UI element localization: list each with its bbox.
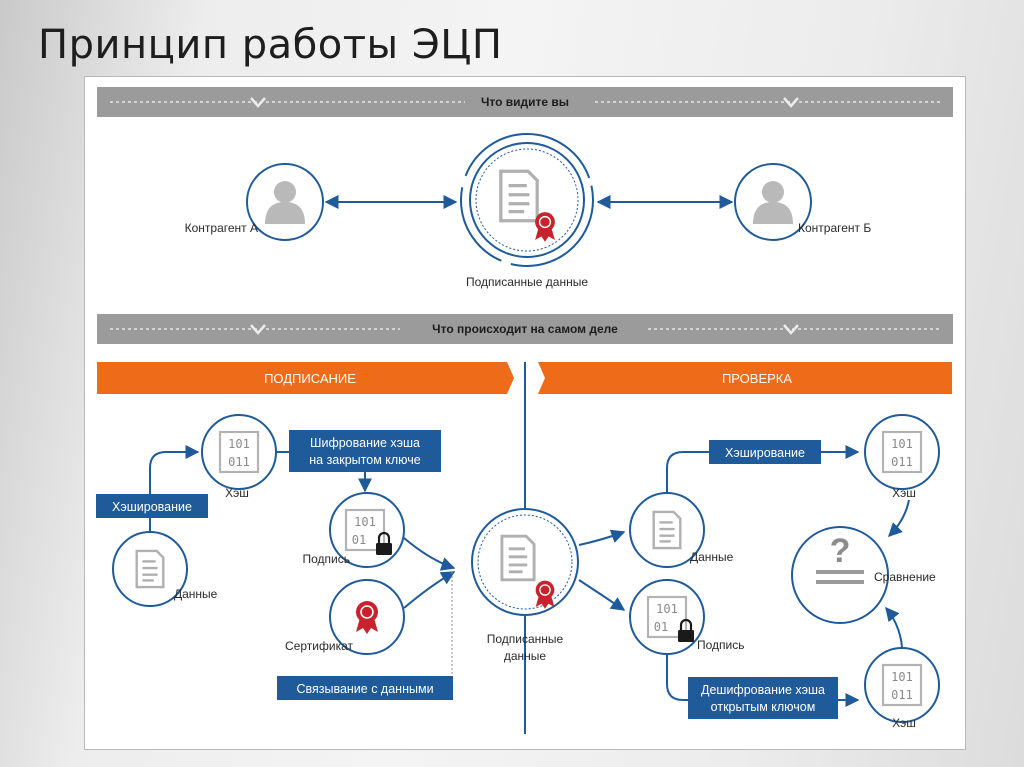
- signing-header-label: ПОДПИСАНИЕ: [264, 371, 356, 386]
- certificate-to-center-arrow: [403, 571, 456, 609]
- hash-top-to-compare-arrow: [888, 499, 910, 537]
- verify-header-label: ПРОВЕРКА: [722, 371, 792, 386]
- top-section-bar: Что видите вы: [97, 87, 953, 117]
- middle-section-bar: Что происходит на самом деле: [97, 314, 953, 344]
- party-b-label: Контрагент Б: [798, 221, 871, 235]
- verify-hash-top-label: Хэш: [892, 486, 916, 500]
- bind-label: Связывание с данными: [296, 682, 433, 696]
- encrypt-line1: Шифрование хэша: [310, 436, 420, 450]
- hash-bottom-to-compare-arrow: [885, 606, 903, 648]
- verify-hash-top-node: 101 011 Хэш: [864, 414, 940, 500]
- compare-label: Сравнение: [874, 570, 936, 584]
- center-signed-line2: данные: [504, 649, 547, 663]
- signing-signature-node: 101 01 Подпись: [303, 492, 405, 568]
- verify-hash-bottom-bin-top: 101: [891, 670, 913, 684]
- verify-signature-node: 101 01 Подпись: [629, 579, 745, 655]
- chevron-down-icon: [783, 324, 799, 335]
- signing-hash-node: 101 011 Хэш: [201, 414, 277, 500]
- bind-box: Связывание с данными: [277, 676, 453, 700]
- chevron-down-icon: [783, 97, 799, 108]
- center-to-signature-arrow: [578, 579, 626, 611]
- question-mark: ?: [830, 532, 851, 570]
- certificate-node: Сертификат: [285, 579, 405, 655]
- verify-decrypt-arrow: [666, 654, 860, 707]
- party-a: Контрагент А: [185, 163, 324, 241]
- party-a-label: Контрагент А: [185, 221, 258, 235]
- middle-bar-label: Что происходит на самом деле: [432, 322, 618, 336]
- signing-sig-bin-bottom: 01: [352, 533, 366, 547]
- verify-signature-label: Подпись: [697, 638, 745, 652]
- verify-hashing-arrow: [666, 445, 860, 493]
- verify-hash-top-bin-bottom: 011: [891, 455, 913, 469]
- verify-data-label: Данные: [690, 550, 734, 564]
- verify-sig-bin-top: 101: [656, 602, 678, 616]
- top-signed-data-label: Подписанные данные: [466, 275, 588, 289]
- signing-hash-bin-top: 101: [228, 437, 250, 451]
- signing-data-label: Данные: [174, 587, 218, 601]
- seal-icon: [534, 579, 556, 610]
- decrypt-line2: открытым ключом: [711, 700, 816, 714]
- compare-node: ? Сравнение: [791, 526, 936, 624]
- slide-title: Принцип работы ЭЦП: [38, 22, 503, 68]
- encrypt-box: Шифрование хэша на закрытом ключе: [289, 430, 441, 472]
- signing-hash-bin-bottom: 011: [228, 455, 250, 469]
- verify-hash-bottom-bin-bottom: 011: [891, 688, 913, 702]
- verify-hashing-box: Хэширование: [709, 440, 821, 464]
- decrypt-line1: Дешифрование хэша: [701, 683, 825, 697]
- top-bar-label: Что видите вы: [481, 95, 569, 109]
- signing-hashing-arrow: [149, 445, 200, 532]
- party-b: Контрагент Б: [734, 163, 871, 241]
- chevron-down-icon: [250, 324, 266, 335]
- center-to-data-arrow: [578, 529, 626, 546]
- verify-data-node: Данные: [629, 492, 734, 568]
- center-signed-line1: Подписанные: [487, 632, 564, 646]
- signing-signature-label: Подпись: [303, 552, 351, 566]
- verify-hash-bottom-node: 101 011 Хэш: [864, 647, 940, 730]
- top-signed-data: Подписанные данные: [460, 133, 594, 289]
- verify-sig-bin-bottom: 01: [654, 620, 668, 634]
- verify-header: ПРОВЕРКА: [538, 362, 952, 394]
- verify-hash-top-bin-top: 101: [891, 437, 913, 451]
- signing-data-node: Данные: [112, 531, 218, 607]
- signing-hashing-box: Хэширование: [96, 494, 208, 518]
- signing-hash-label: Хэш: [225, 486, 249, 500]
- seal-icon: [534, 211, 556, 243]
- chevron-down-icon: [250, 97, 266, 108]
- certificate-label: Сертификат: [285, 639, 353, 653]
- encrypt-line2: на закрытом ключе: [309, 453, 421, 467]
- seal-icon: [355, 600, 379, 635]
- verify-hash-bottom-label: Хэш: [892, 716, 916, 730]
- signing-hashing-label: Хэширование: [112, 500, 192, 514]
- signature-to-center-arrow: [403, 537, 456, 571]
- center-signed-data: Подписанные данные: [471, 508, 579, 663]
- signing-header: ПОДПИСАНИЕ: [97, 362, 514, 394]
- signing-sig-bin-top: 101: [354, 515, 376, 529]
- decrypt-box: Дешифрование хэша открытым ключом: [688, 677, 838, 719]
- verify-hashing-label: Хэширование: [725, 446, 805, 460]
